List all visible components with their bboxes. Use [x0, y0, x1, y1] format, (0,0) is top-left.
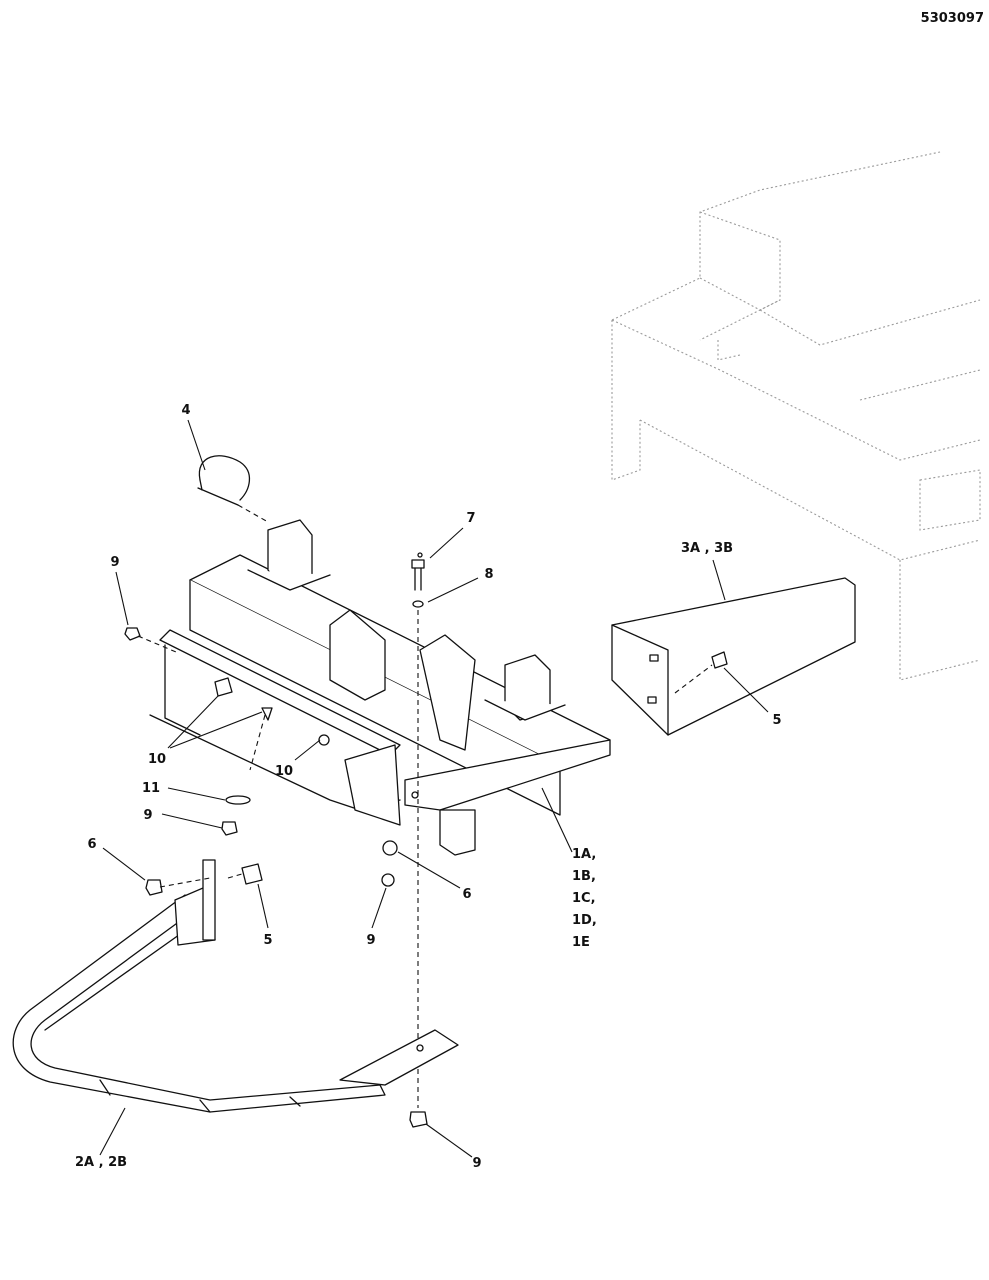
bumper-bar [12, 859, 459, 1113]
nut-9-upper-left [124, 627, 141, 641]
hitch-pin [197, 455, 251, 506]
leader-lines [99, 419, 769, 1158]
tractor-frame-ghost [611, 151, 981, 681]
washer-8 [412, 600, 424, 608]
nut-6-frame [382, 840, 398, 856]
deflector-plate [611, 577, 856, 736]
callout-2a-2b: 2A , 2B [75, 1155, 127, 1170]
callout-labels: 4 7 8 3A , 3B 9 5 10 10 11 9 6 1A, 1B, 1… [75, 403, 782, 1171]
callout-9-bottom: 9 [472, 1156, 481, 1171]
callout-3a-3b: 3A , 3B [681, 541, 733, 556]
callout-10-left: 10 [148, 752, 166, 767]
callout-1b: 1B, [572, 869, 596, 884]
callout-1a: 1A, [572, 847, 596, 862]
callout-10-mid: 10 [275, 764, 293, 779]
washer-11 [225, 795, 251, 805]
callout-4: 4 [181, 403, 190, 418]
callout-8: 8 [484, 567, 493, 582]
mount-frame [149, 519, 611, 856]
callout-1d: 1D, [572, 913, 597, 928]
nut-9-frame [381, 873, 395, 887]
callout-9-center: 9 [366, 933, 375, 948]
callout-5-plate: 5 [772, 713, 781, 728]
callout-6-left: 6 [87, 837, 96, 852]
callout-9-upper: 9 [110, 555, 119, 570]
part-number: 5303097 [921, 11, 984, 26]
nut-6-bumper [145, 879, 163, 896]
carriage-bolt-10 [214, 677, 233, 697]
bolt-10-vertical [261, 707, 273, 721]
callout-9-left: 9 [143, 808, 152, 823]
nut-9-bottom [409, 1111, 428, 1128]
callout-5-bumper: 5 [263, 933, 272, 948]
callout-7: 7 [466, 511, 475, 526]
hardware-bolt-7 [411, 559, 425, 591]
callout-1e: 1E [572, 935, 590, 950]
callout-11: 11 [142, 781, 160, 796]
callout-6-right: 6 [462, 887, 471, 902]
nut-9-lower-left [221, 821, 238, 836]
bolt-5-bumper [241, 863, 263, 885]
callout-1c: 1C, [572, 891, 596, 906]
